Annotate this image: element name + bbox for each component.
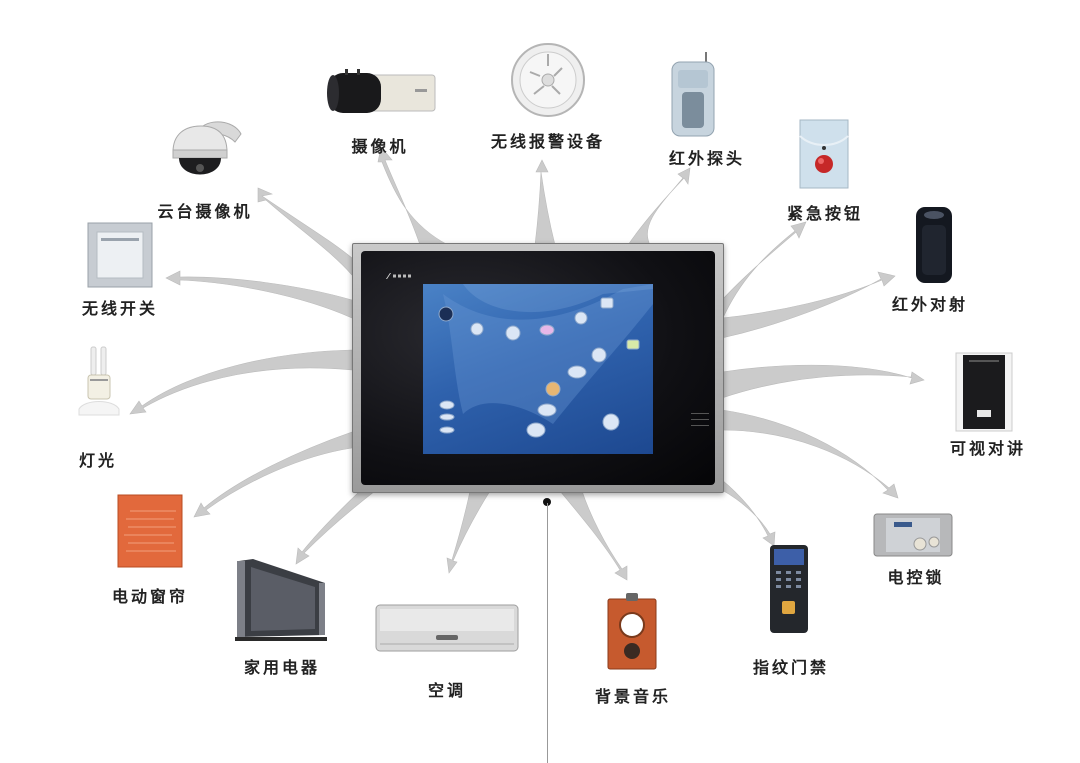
electric-lock-icon (873, 513, 953, 557)
label-camera: 摄像机 (351, 137, 409, 156)
label-video-intercom: 可视对讲 (949, 439, 1027, 458)
arrow-electric-lock (721, 409, 899, 499)
arrow-infrared-beam (721, 271, 896, 339)
label-lighting: 灯光 (78, 451, 118, 470)
arrow-air-conditioner (446, 490, 491, 574)
curtain-icon (117, 494, 183, 568)
arrow-wireless-alarm (534, 159, 556, 246)
arrow-fingerprint (721, 479, 776, 547)
label-infrared-beam: 红外对射 (891, 295, 969, 314)
label-electric-lock: 电控锁 (887, 568, 945, 587)
wall-switch-icon (87, 222, 153, 288)
arrow-background-music (559, 490, 628, 581)
label-air-conditioner: 空调 (427, 681, 467, 700)
label-home-appliances: 家用电器 (243, 658, 321, 677)
panel-screen[interactable] (423, 284, 653, 454)
arrow-wireless-switch (165, 270, 353, 319)
arrow-home-appliances (295, 490, 376, 565)
label-infrared-probe: 红外探头 (668, 149, 746, 168)
brand-logo-icon (386, 273, 411, 279)
infrared-beam-icon (916, 207, 952, 283)
emergency-button-icon (799, 119, 849, 189)
panel-anchor-dot (543, 498, 551, 506)
light-bulb-icon (78, 346, 120, 416)
label-wireless-switch: 无线开关 (81, 299, 159, 318)
arrow-infrared-probe (627, 167, 691, 246)
arrow-electric-curtain (193, 431, 353, 518)
arrow-emergency-button (721, 221, 807, 321)
label-fingerprint-access: 指纹门禁 (752, 658, 830, 677)
air-conditioner-icon (375, 604, 519, 652)
panel-anchor-line (547, 503, 548, 763)
screen-app-icons (438, 297, 640, 438)
ptz-camera-icon (172, 121, 242, 175)
arrow-video-intercom (721, 364, 925, 399)
panel-bezel (361, 251, 715, 485)
panel-side-buttons (691, 413, 709, 431)
television-icon (235, 559, 327, 641)
speaker-icon (607, 593, 657, 670)
infrared-probe-icon (671, 52, 715, 137)
label-emergency-button: 紧急按钮 (786, 204, 864, 223)
control-panel (352, 243, 724, 493)
arrow-camera (377, 146, 449, 246)
label-electric-curtain: 电动窗帘 (111, 587, 189, 606)
wireless-alarm-icon (511, 43, 585, 117)
camera-icon (327, 69, 436, 113)
label-background-music: 背景音乐 (594, 687, 672, 706)
video-intercom-icon (955, 352, 1013, 432)
arrow-lighting (129, 349, 353, 415)
label-wireless-alarm: 无线报警设备 (490, 132, 606, 151)
arrow-ptz-camera (257, 187, 353, 276)
screen-ui (423, 284, 653, 438)
fingerprint-access-icon (770, 545, 808, 633)
label-ptz-camera: 云台摄像机 (157, 202, 253, 221)
